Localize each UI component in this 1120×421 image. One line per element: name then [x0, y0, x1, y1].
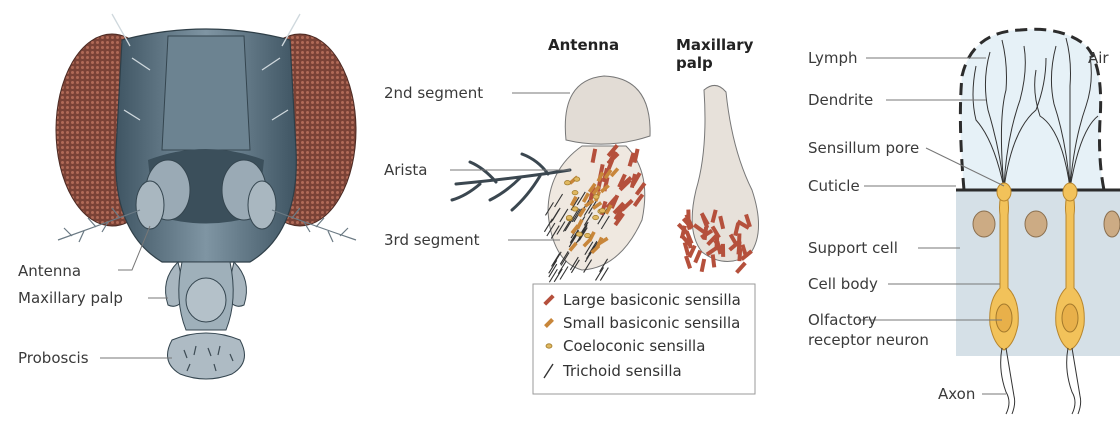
label-arista: Arista: [384, 161, 427, 179]
palp-basiconic-sensillum: [693, 250, 702, 264]
heading-antenna: Antenna: [548, 36, 619, 54]
ciliary-dilation: [1063, 183, 1077, 201]
coeloconic-sensillum: [566, 215, 572, 219]
label-dendrite: Dendrite: [808, 91, 873, 109]
trichoid-sensillum: [596, 267, 604, 280]
label-orn-line2: receptor neuron: [808, 331, 929, 349]
legend-small-basiconic: Small basiconic sensilla: [563, 314, 740, 332]
label-cuticle: Cuticle: [808, 177, 860, 195]
label-proboscis: Proboscis: [18, 349, 89, 367]
trichoid-sensillum: [553, 252, 561, 265]
sensillum-diagram: [956, 29, 1120, 414]
coeloconic-sensillum: [564, 181, 570, 185]
coeloconic-sensillum: [572, 207, 578, 211]
lymph-dome: [960, 29, 1104, 190]
label-orn-line1: Olfactory: [808, 311, 877, 329]
trichoid-sensillum: [554, 269, 562, 282]
legend-trichoid: Trichoid sensilla: [562, 362, 682, 380]
right-antenna-funiculus: [248, 181, 276, 229]
label-cell-body: Cell body: [808, 275, 878, 293]
left-antenna-funiculus: [136, 181, 164, 229]
label-2nd-segment: 2nd segment: [384, 84, 483, 102]
palp-basiconic-sensillum: [721, 244, 725, 257]
coeloconic-sensillum: [572, 190, 578, 194]
coeloconic-sensillum: [574, 177, 580, 181]
support-cell-nucleus: [1104, 211, 1120, 237]
coeloconic-sensillum: [593, 215, 599, 219]
label-support-cell: Support cell: [808, 239, 898, 257]
trichoid-sensillum: [552, 253, 560, 266]
heading-palp-line1: Maxillary: [676, 36, 754, 54]
label-axon: Axon: [938, 385, 975, 403]
support-cell-nucleus: [973, 211, 995, 237]
palp-basiconic-sensillum: [735, 262, 747, 274]
coeloconic-sensillum: [585, 233, 591, 237]
legend-large-basiconic: Large basiconic sensilla: [563, 291, 741, 309]
haustellum: [186, 278, 226, 322]
neuron-nucleus: [996, 304, 1012, 332]
maxillary-palp-diagram: [677, 85, 759, 273]
label-antenna: Antenna: [18, 262, 81, 280]
neuron-nucleus: [1062, 304, 1078, 332]
label-sensillum-pore: Sensillum pore: [808, 139, 919, 157]
label-air: Air: [1088, 49, 1109, 67]
coeloconic-icon: [546, 344, 552, 348]
labellum: [168, 333, 245, 379]
palp-basiconic-sensillum: [700, 259, 707, 273]
second-segment-shape: [565, 76, 650, 144]
antenna-diagram: [452, 76, 650, 282]
frons: [162, 36, 250, 150]
axons: [1001, 348, 1081, 414]
label-lymph: Lymph: [808, 49, 858, 67]
sensilla-legend: Large basiconic sensilla Small basiconic…: [533, 284, 755, 394]
legend-coeloconic: Coeloconic sensilla: [563, 337, 705, 355]
heading-palp-line2: palp: [676, 54, 713, 72]
fly-head-illustration: [56, 14, 356, 379]
coeloconic-sensillum: [593, 195, 599, 199]
coeloconic-sensillum: [599, 208, 605, 212]
label-maxillary-palp: Maxillary palp: [18, 289, 123, 307]
support-cell-nucleus: [1025, 211, 1047, 237]
label-3rd-segment: 3rd segment: [384, 231, 480, 249]
coeloconic-sensillum: [576, 232, 582, 236]
